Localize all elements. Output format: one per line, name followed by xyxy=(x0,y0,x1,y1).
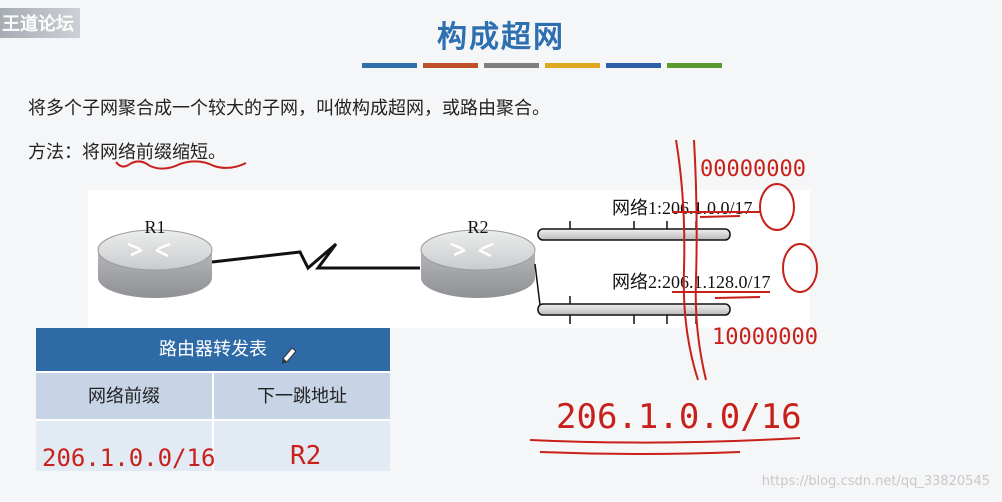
forwarding-table: 路由器转发表 网络前缀 下一跳地址 xyxy=(36,328,390,473)
stripe xyxy=(545,63,600,68)
stripe xyxy=(606,63,661,68)
handwritten-bits-1: 00000000 xyxy=(700,157,806,182)
wan-link xyxy=(211,242,420,271)
handwritten-bits-2: 10000000 xyxy=(712,325,818,350)
handwritten-table-prefix: 206.1.0.0/16 xyxy=(42,444,215,472)
router-r2-label: R2 xyxy=(467,217,488,237)
title-color-stripes xyxy=(362,63,722,68)
cell-next-hop xyxy=(212,419,390,471)
network2-bus xyxy=(537,296,731,324)
method-text: 方法：将网络前缀缩短。 xyxy=(28,142,226,163)
stripe xyxy=(667,63,722,68)
stripe xyxy=(484,63,539,68)
slide-title: 构成超网 xyxy=(437,20,565,55)
handwritten-underline xyxy=(115,160,247,170)
table-header-row: 网络前缀 下一跳地址 xyxy=(36,371,390,419)
router-r1-label: R1 xyxy=(144,217,165,237)
forum-logo: 王道论坛 xyxy=(0,8,80,38)
handwritten-summary-prefix: 206.1.0.0/16 xyxy=(556,397,802,437)
table-title: 路由器转发表 xyxy=(36,328,390,371)
router-r1-icon xyxy=(97,229,213,298)
router-r2-icon xyxy=(420,229,536,298)
col-header-next-hop: 下一跳地址 xyxy=(212,371,390,419)
pencil-cursor-icon xyxy=(281,347,297,365)
definition-text: 将多个子网聚合成一个较大的子网，叫做构成超网，或路由聚合。 xyxy=(28,98,550,119)
network2-label: 网络2:206.1.128.0/17 xyxy=(612,272,771,292)
table-row xyxy=(36,419,390,471)
stripe xyxy=(423,63,478,68)
network1-bus xyxy=(537,221,731,241)
handwritten-table-next-hop: R2 xyxy=(290,441,321,471)
handwritten-annotations xyxy=(529,139,818,455)
col-header-prefix: 网络前缀 xyxy=(36,371,212,419)
cell-prefix xyxy=(36,419,212,471)
watermark: https://blog.csdn.net/qq_33820545 xyxy=(761,474,990,489)
stripe xyxy=(362,63,417,68)
r2-to-net2-link xyxy=(534,263,541,306)
